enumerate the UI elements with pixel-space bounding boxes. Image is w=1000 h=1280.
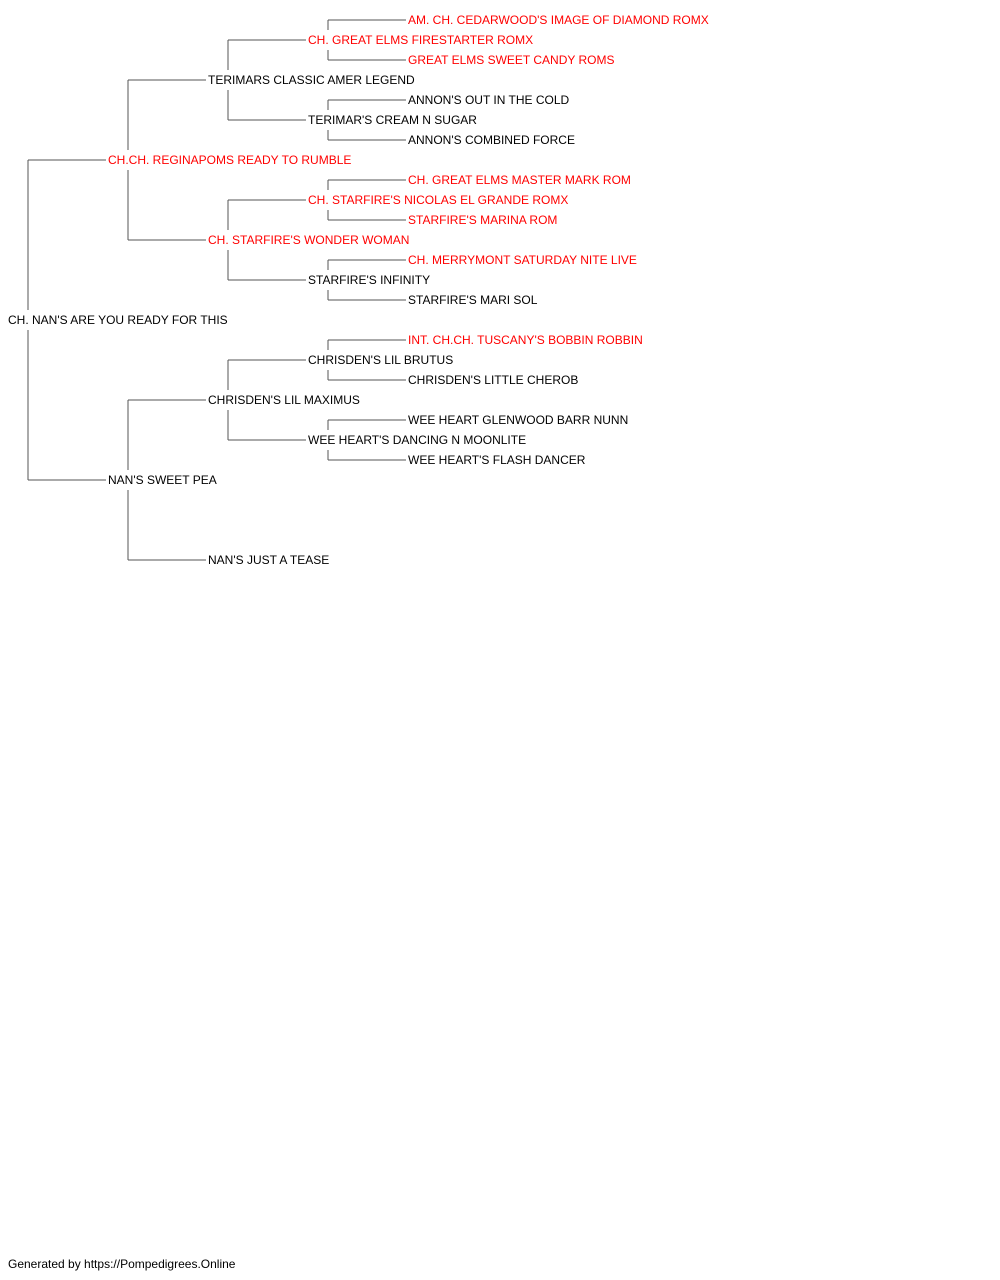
- sire-name: CHRISDEN'S LIL MAXIMUS: [208, 393, 360, 407]
- sire-name: CHRISDEN'S LIL BRUTUS: [308, 353, 454, 367]
- dam-name: CHRISDEN'S LITTLE CHEROB: [408, 373, 579, 387]
- sire-name: CH. GREAT ELMS FIRESTARTER ROMX: [308, 33, 534, 47]
- dam-name: ANNON'S COMBINED FORCE: [408, 133, 575, 147]
- sire-name: CH. GREAT ELMS MASTER MARK ROM: [408, 173, 631, 187]
- sire-name: CH.CH. REGINAPOMS READY TO RUMBLE: [108, 153, 352, 167]
- dam-name: TERIMAR'S CREAM N SUGAR: [308, 113, 477, 127]
- dam-name: WEE HEART'S FLASH DANCER: [408, 453, 586, 467]
- dam-name: NAN'S JUST A TEASE: [208, 553, 330, 567]
- dam-name: NAN'S SWEET PEA: [108, 473, 217, 487]
- sire-name: INT. CH.CH. TUSCANY'S BOBBIN ROBBIN: [408, 333, 643, 347]
- sire-name: TERIMARS CLASSIC AMER LEGEND: [208, 73, 415, 87]
- sire-name: WEE HEART GLENWOOD BARR NUNN: [408, 413, 629, 427]
- generated-by-footer: Generated by https://Pompedigrees.Online: [8, 1257, 236, 1271]
- sire-name: CH. MERRYMONT SATURDAY NITE LIVE: [408, 253, 637, 267]
- dam-name: STARFIRE'S INFINITY: [308, 273, 431, 287]
- sire-name: CH. STARFIRE'S NICOLAS EL GRANDE ROMX: [308, 193, 569, 207]
- sire-name: ANNON'S OUT IN THE COLD: [408, 93, 570, 107]
- dam-name: STARFIRE'S MARI SOL: [408, 293, 538, 307]
- dam-name: CH. STARFIRE'S WONDER WOMAN: [208, 233, 410, 247]
- dam-name: GREAT ELMS SWEET CANDY ROMS: [408, 53, 615, 67]
- dam-name: STARFIRE'S MARINA ROM: [408, 213, 558, 227]
- dam-name: WEE HEART'S DANCING N MOONLITE: [308, 433, 527, 447]
- sire-name: AM. CH. CEDARWOOD'S IMAGE OF DIAMOND ROM…: [408, 13, 709, 27]
- subject-dog-name: CH. NAN'S ARE YOU READY FOR THIS: [8, 313, 228, 327]
